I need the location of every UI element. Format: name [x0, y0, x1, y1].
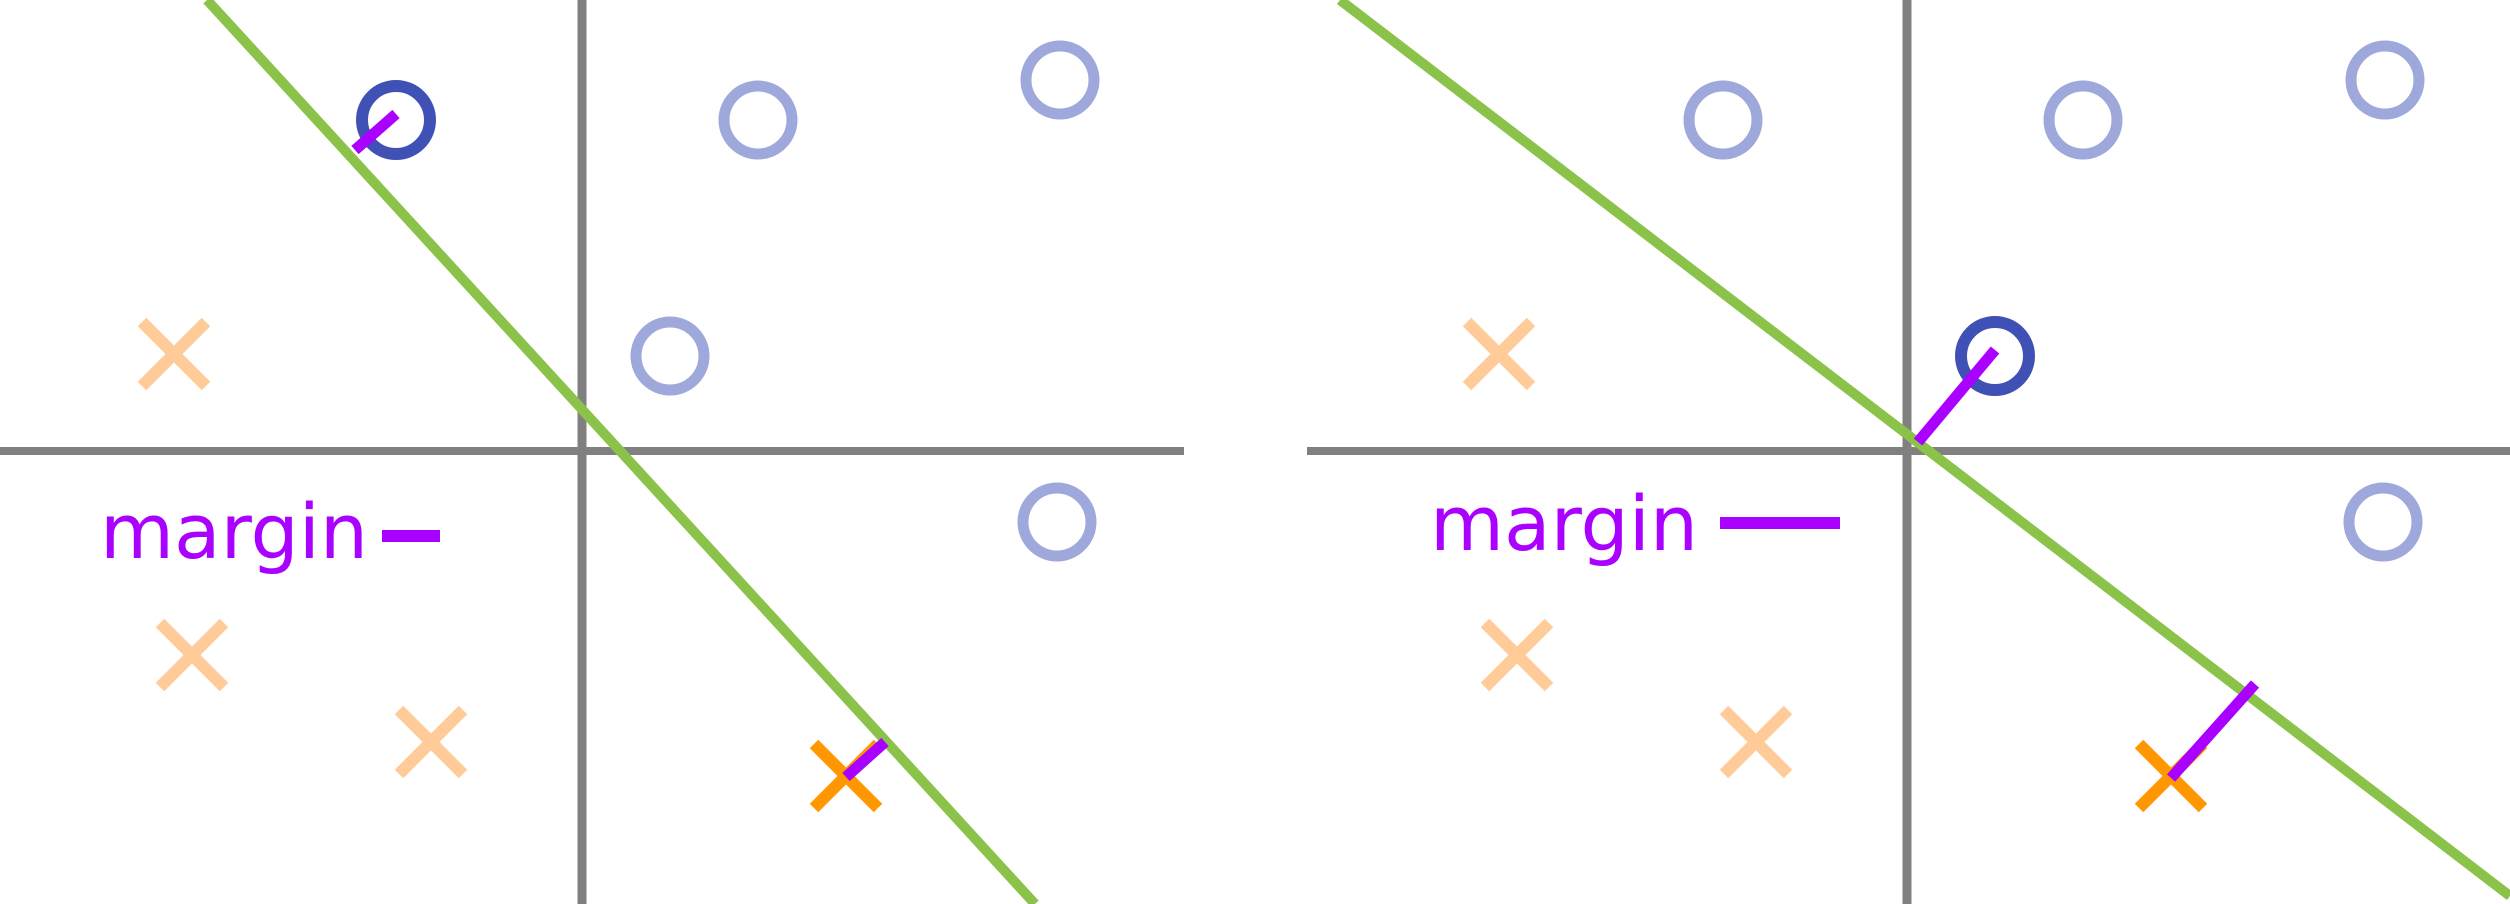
right-panel: margin: [1307, 0, 2510, 904]
left-circle-point: [718, 80, 798, 160]
left-margin-segment: [351, 109, 400, 155]
left-cross-point: [137, 317, 211, 391]
right-circle-point: [2043, 80, 2123, 160]
left-panel: margin: [0, 0, 1184, 904]
right-cross-point: [1480, 618, 1554, 692]
left-support-circle: [356, 80, 436, 160]
left-cross-point: [394, 705, 468, 779]
right-cross-point: [1719, 705, 1793, 779]
left-circle-point: [1017, 482, 1097, 562]
left-circle-point: [1020, 40, 1100, 120]
left-margin-segment: [842, 737, 889, 782]
right-margin-label: margin: [1430, 479, 1698, 568]
right-margin-segment: [2166, 680, 2260, 782]
left-margin-label: margin: [100, 487, 368, 576]
right-margin-segment: [1913, 346, 2000, 446]
left-cross-point: [155, 618, 229, 692]
right-circle-point: [1683, 80, 1763, 160]
right-decision-boundary: [1336, 0, 2510, 900]
left-decision-boundary: [203, 0, 1039, 904]
right-circle-point: [2345, 40, 2425, 120]
right-circle-point: [2343, 482, 2423, 562]
right-cross-point: [1462, 317, 1536, 391]
right-support-circle: [1955, 316, 2035, 396]
left-circle-point: [630, 316, 710, 396]
